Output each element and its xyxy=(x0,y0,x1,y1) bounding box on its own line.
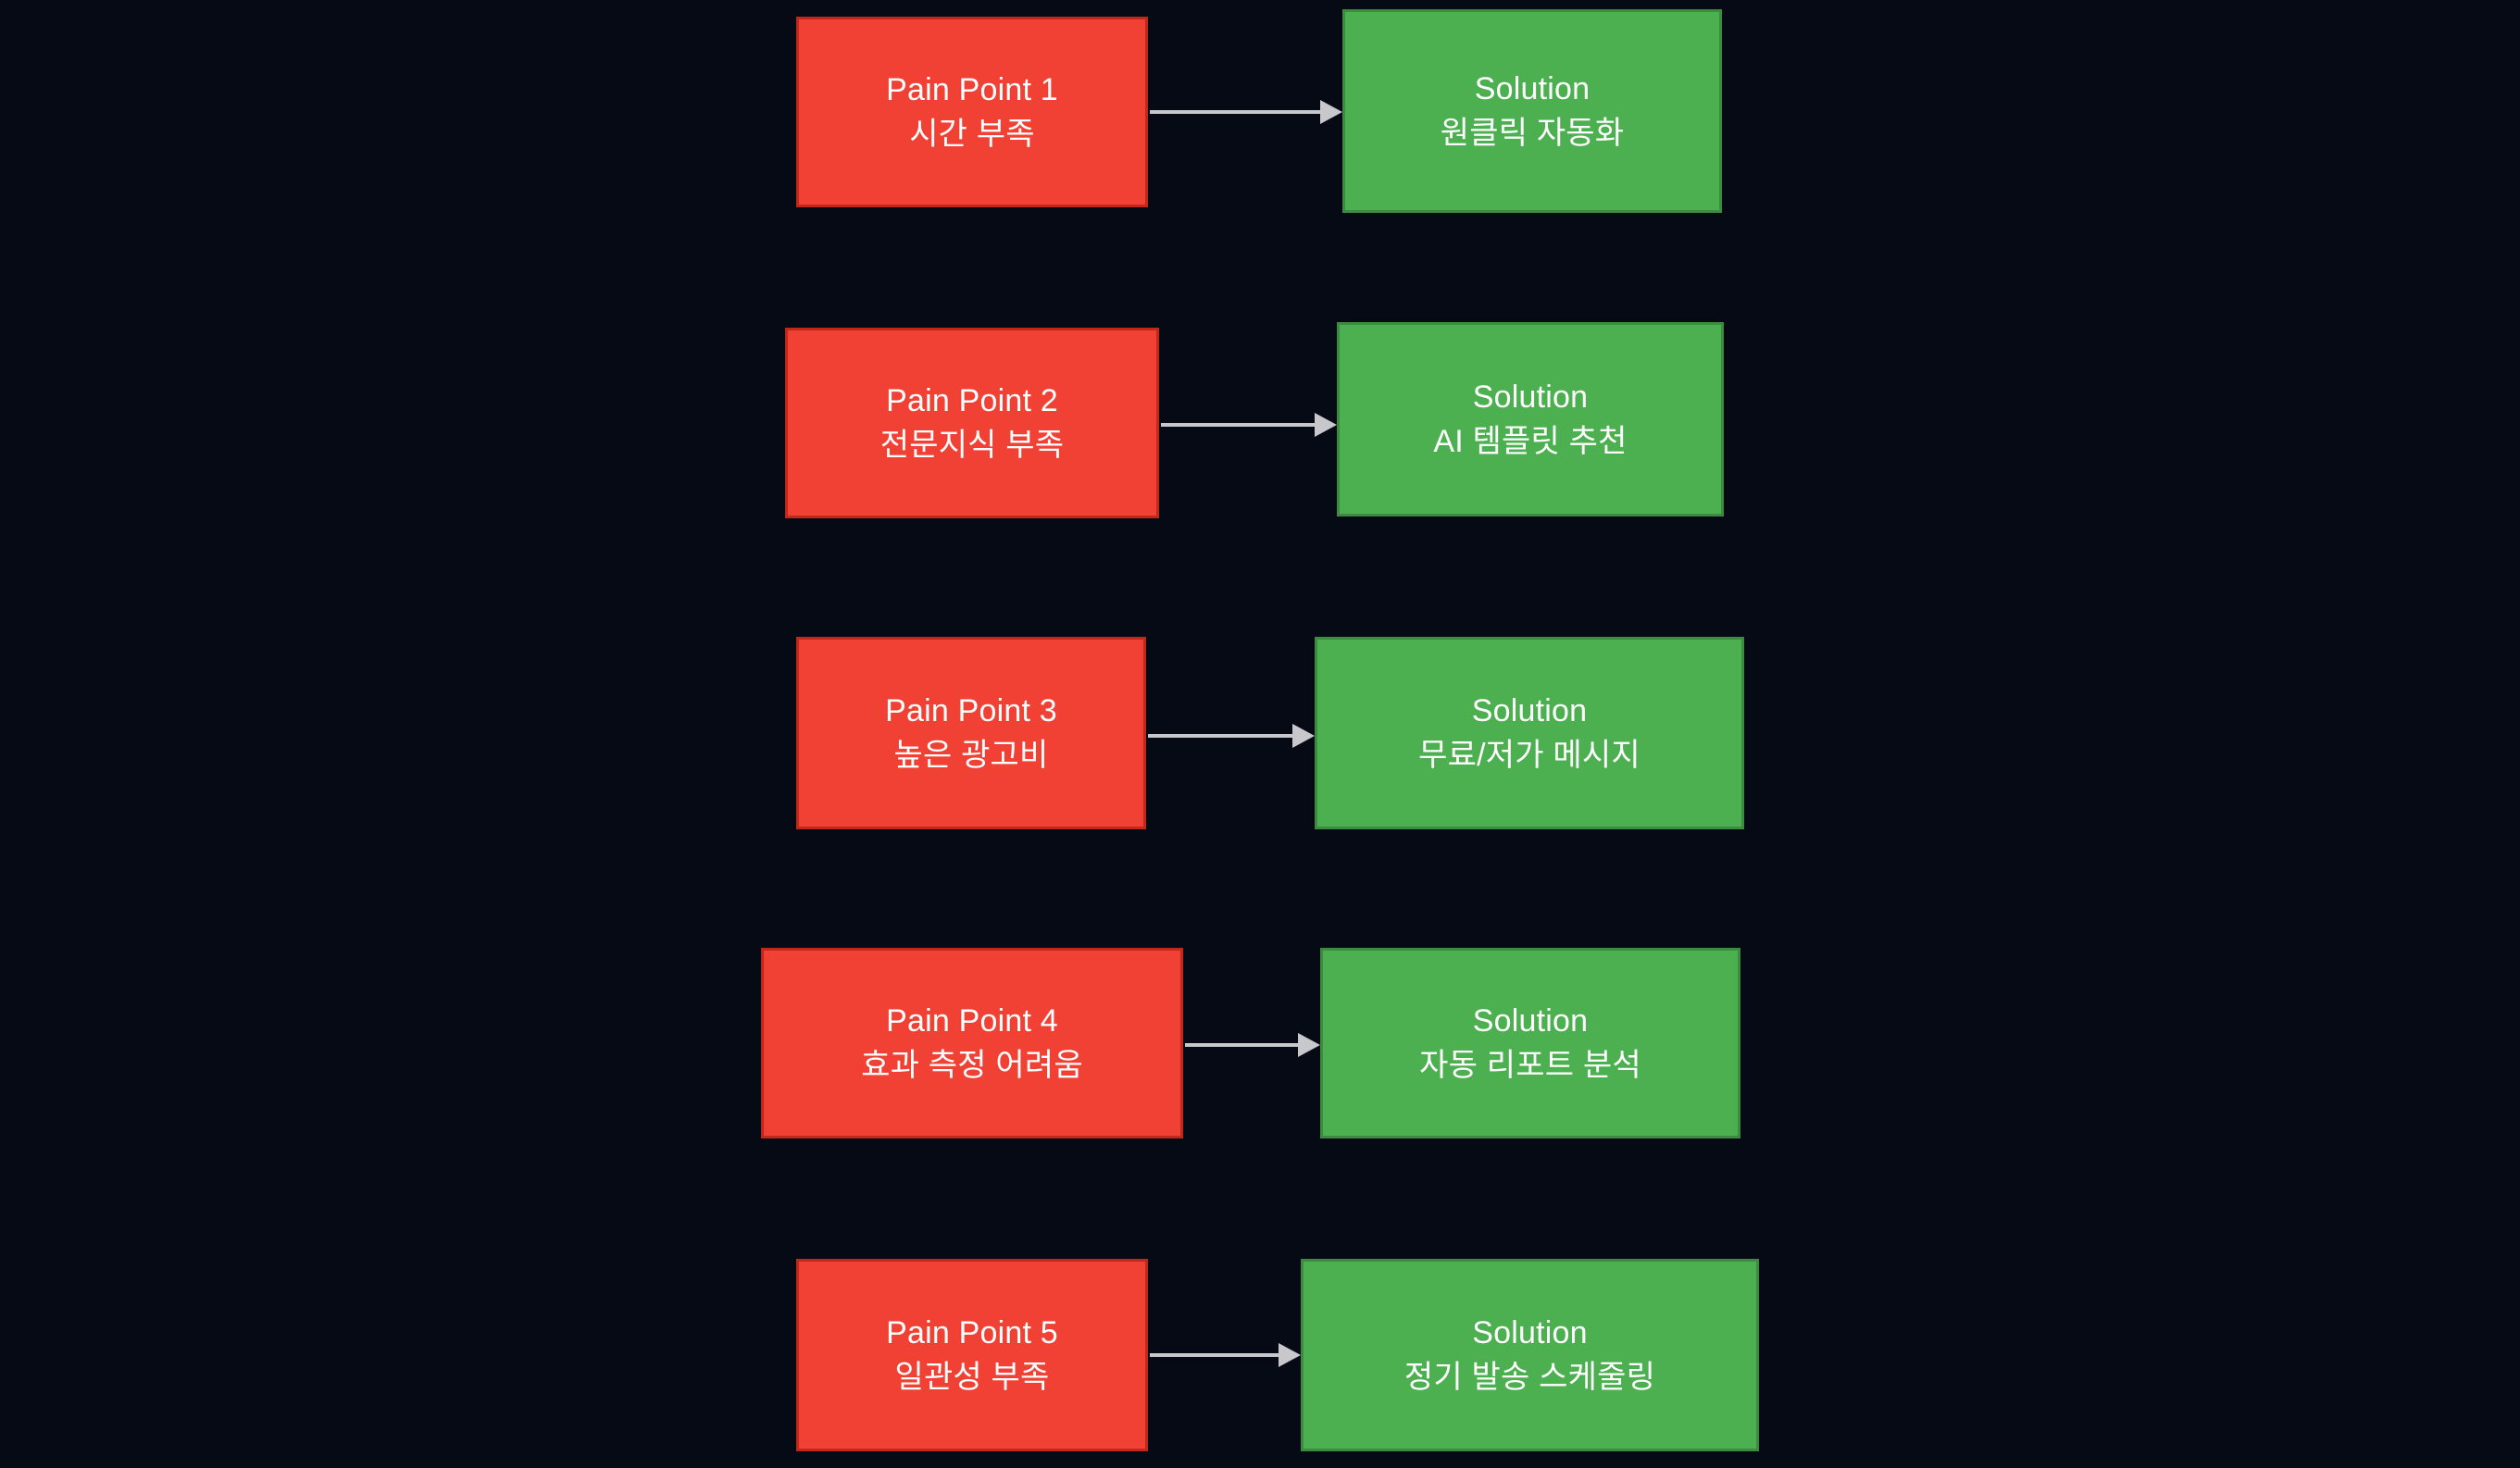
solution-node[interactable]: Solution 자동 리포트 분석 xyxy=(1320,948,1740,1138)
pain-point-node[interactable]: Pain Point 2 전문지식 부족 xyxy=(785,328,1159,518)
arrow-head-icon xyxy=(1320,100,1342,124)
pain-point-title: Pain Point 5 xyxy=(886,1314,1058,1350)
arrow-head-icon xyxy=(1292,724,1315,748)
pain-point-subtitle: 전문지식 부족 xyxy=(880,428,1065,463)
solution-subtitle: 무료/저가 메시지 xyxy=(1418,738,1640,773)
solution-title: Solution xyxy=(1474,70,1591,106)
pain-point-subtitle: 시간 부족 xyxy=(909,117,1035,152)
solution-title: Solution xyxy=(1471,692,1588,728)
pain-point-title: Pain Point 1 xyxy=(886,71,1058,107)
pain-point-subtitle: 일관성 부족 xyxy=(894,1360,1050,1395)
arrow-head-icon xyxy=(1315,413,1337,437)
arrow-line xyxy=(1150,110,1322,114)
pain-point-node[interactable]: Pain Point 4 효과 측정 어려움 xyxy=(761,948,1183,1138)
arrow-head-icon xyxy=(1279,1343,1301,1367)
solution-node[interactable]: Solution 정기 발송 스케줄링 xyxy=(1301,1259,1759,1451)
pain-point-title: Pain Point 2 xyxy=(886,382,1058,418)
arrow-line xyxy=(1150,1353,1280,1357)
pain-point-subtitle: 높은 광고비 xyxy=(893,738,1049,773)
solution-title: Solution xyxy=(1472,379,1589,415)
pain-point-title: Pain Point 3 xyxy=(885,692,1057,728)
arrow-line xyxy=(1185,1043,1300,1047)
arrow-head-icon xyxy=(1298,1033,1320,1057)
solution-title: Solution xyxy=(1472,1002,1589,1039)
solution-subtitle: AI 템플릿 추천 xyxy=(1433,424,1628,459)
pain-point-subtitle: 효과 측정 어려움 xyxy=(861,1048,1083,1083)
solution-node[interactable]: Solution 원클릭 자동화 xyxy=(1342,9,1722,213)
pain-point-title: Pain Point 4 xyxy=(886,1002,1058,1039)
pain-point-node[interactable]: Pain Point 5 일관성 부족 xyxy=(796,1259,1148,1451)
solution-subtitle: 정기 발송 스케줄링 xyxy=(1403,1360,1656,1395)
solution-node[interactable]: Solution AI 템플릿 추천 xyxy=(1337,322,1724,516)
arrow-line xyxy=(1148,734,1294,738)
solution-node[interactable]: Solution 무료/저가 메시지 xyxy=(1315,637,1744,829)
arrow-line xyxy=(1161,423,1316,427)
pain-point-node[interactable]: Pain Point 3 높은 광고비 xyxy=(796,637,1146,829)
pain-point-node[interactable]: Pain Point 1 시간 부족 xyxy=(796,17,1148,207)
solution-subtitle: 원클릭 자동화 xyxy=(1440,116,1625,151)
solution-title: Solution xyxy=(1472,1314,1588,1350)
solution-subtitle: 자동 리포트 분석 xyxy=(1419,1048,1641,1083)
